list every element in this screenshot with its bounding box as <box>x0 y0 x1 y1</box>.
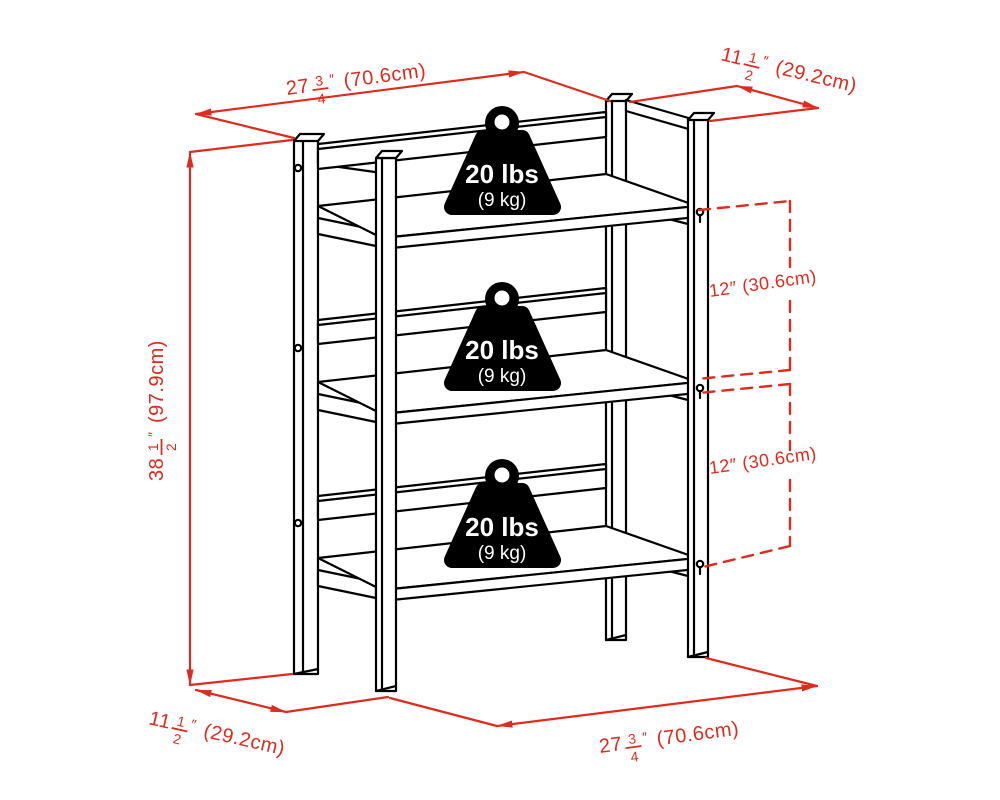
back-rail-bottom <box>316 462 608 522</box>
bottom-width-numerator: 3 <box>627 730 637 747</box>
back-rail-top <box>316 110 608 171</box>
height-whole: 38 <box>146 458 168 481</box>
back-rail-middle <box>316 286 608 346</box>
bottom-depth-whole: 11 <box>147 707 173 733</box>
top-width-inch-mark: ″ <box>328 71 336 88</box>
label-shelf-gap-lower: 12″ (30.6cm) <box>708 443 818 478</box>
shelf-gap-upper-text: 12″ (30.6cm) <box>708 266 818 301</box>
weight-icon-shelf-3: 20 lbs (9 kg) <box>444 459 561 568</box>
bottom-depth-inch-mark: ″ <box>189 716 198 733</box>
label-top-depth: 11 1 2 ″ (29.2cm) <box>719 43 859 98</box>
weight-capacity-icons: 20 lbs (9 kg) 20 lbs (9 kg) 20 lbs (9 kg… <box>444 106 561 568</box>
height-metric: (97.9cm) <box>146 340 168 423</box>
dimension-shelf-gap-lower <box>697 382 792 569</box>
top-width-metric: (70.6cm) <box>342 60 427 93</box>
bottom-depth-numerator: 1 <box>176 713 188 730</box>
label-bottom-depth: 11 1 2 ″ (29.2cm) <box>147 707 287 760</box>
top-width-whole: 27 <box>285 75 311 100</box>
dimension-shelf-gap-upper <box>695 199 792 381</box>
bottom-depth-metric: (29.2cm) <box>201 720 287 760</box>
dimension-top-width <box>194 70 612 140</box>
weight-label-3: 20 lbs <box>465 512 539 542</box>
dimension-bottom-width <box>388 656 819 728</box>
weight-icon-shelf-2: 20 lbs (9 kg) <box>444 282 561 391</box>
rear-left-post <box>292 132 326 676</box>
weight-sub-2: (9 kg) <box>478 366 527 387</box>
dimension-height <box>186 138 294 687</box>
shelf-gap-lower-text: 12″ (30.6cm) <box>708 443 818 478</box>
height-denominator: 2 <box>163 443 179 451</box>
top-depth-inch-mark: ″ <box>761 52 770 69</box>
dimension-top-depth <box>628 84 820 123</box>
bottom-width-metric: (70.6cm) <box>655 718 740 751</box>
weight-icon-shelf-1: 20 lbs (9 kg) <box>444 106 561 215</box>
top-depth-metric: (29.2cm) <box>773 57 859 98</box>
label-shelf-gap-upper: 12″ (30.6cm) <box>708 266 818 301</box>
bottom-width-denominator: 4 <box>630 748 640 765</box>
top-width-denominator: 4 <box>317 90 327 107</box>
bottom-width-whole: 27 <box>598 733 624 758</box>
weight-sub-3: (9 kg) <box>478 543 527 564</box>
weight-sub-1: (9 kg) <box>478 190 527 211</box>
weight-label-2: 20 lbs <box>465 335 539 365</box>
bottom-width-inch-mark: ″ <box>641 729 649 746</box>
height-inch-mark: ″ <box>145 432 161 437</box>
front-left-post <box>374 149 404 693</box>
height-numerator: 1 <box>145 443 161 451</box>
top-width-numerator: 3 <box>314 72 324 89</box>
dimension-annotations <box>186 70 820 728</box>
top-depth-numerator: 1 <box>748 49 760 66</box>
screw-holes <box>293 163 303 528</box>
label-top-width: 27 3 4 ″ (70.6cm) <box>285 60 428 107</box>
dimension-bottom-depth <box>194 688 390 714</box>
right-top-side-rail <box>624 98 694 132</box>
top-depth-whole: 11 <box>719 43 745 69</box>
weight-label-1: 20 lbs <box>465 159 539 189</box>
label-height: 38 1 2 ″ (97.9cm) <box>145 340 179 481</box>
top-depth-denominator: 2 <box>743 67 755 84</box>
label-bottom-width: 27 3 4 ″ (70.6cm) <box>598 718 741 765</box>
bottom-depth-denominator: 2 <box>172 730 184 747</box>
hinge-hooks <box>695 207 705 576</box>
